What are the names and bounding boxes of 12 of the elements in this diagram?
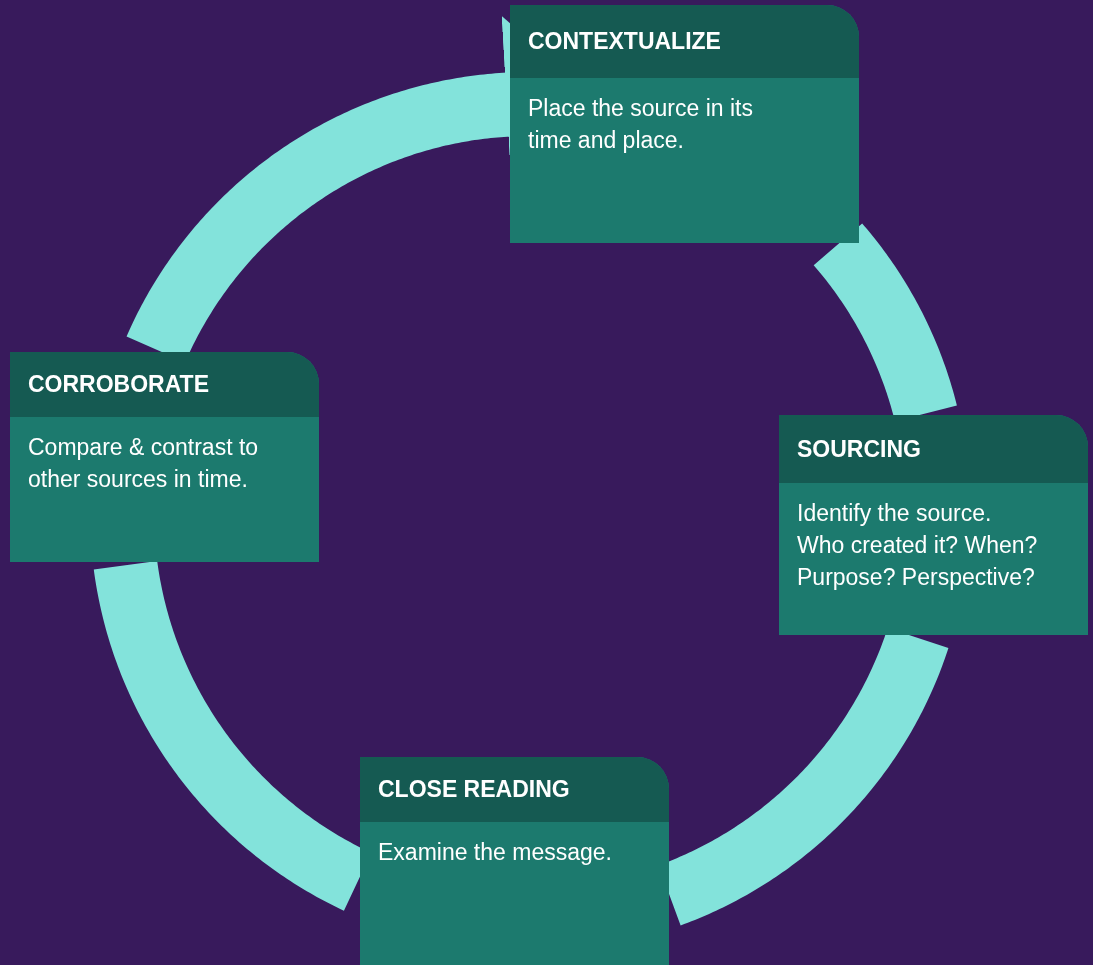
step-title: CORROBORATE <box>28 371 209 398</box>
step-title: CONTEXTUALIZE <box>528 28 721 55</box>
step-card <box>779 415 1088 635</box>
step-card <box>510 5 859 243</box>
step-description: Identify the source. Who created it? When? Purpose? Perspective? <box>797 500 1038 590</box>
step-card <box>10 352 319 562</box>
step-title: CLOSE READING <box>378 776 570 803</box>
step-card <box>360 757 669 965</box>
step-description: Examine the message. <box>378 839 612 865</box>
step-description: Place the source in its time and place. <box>528 95 753 153</box>
step-description: Compare & contrast to other sources in time. <box>28 434 259 492</box>
step-title: SOURCING <box>797 435 921 463</box>
